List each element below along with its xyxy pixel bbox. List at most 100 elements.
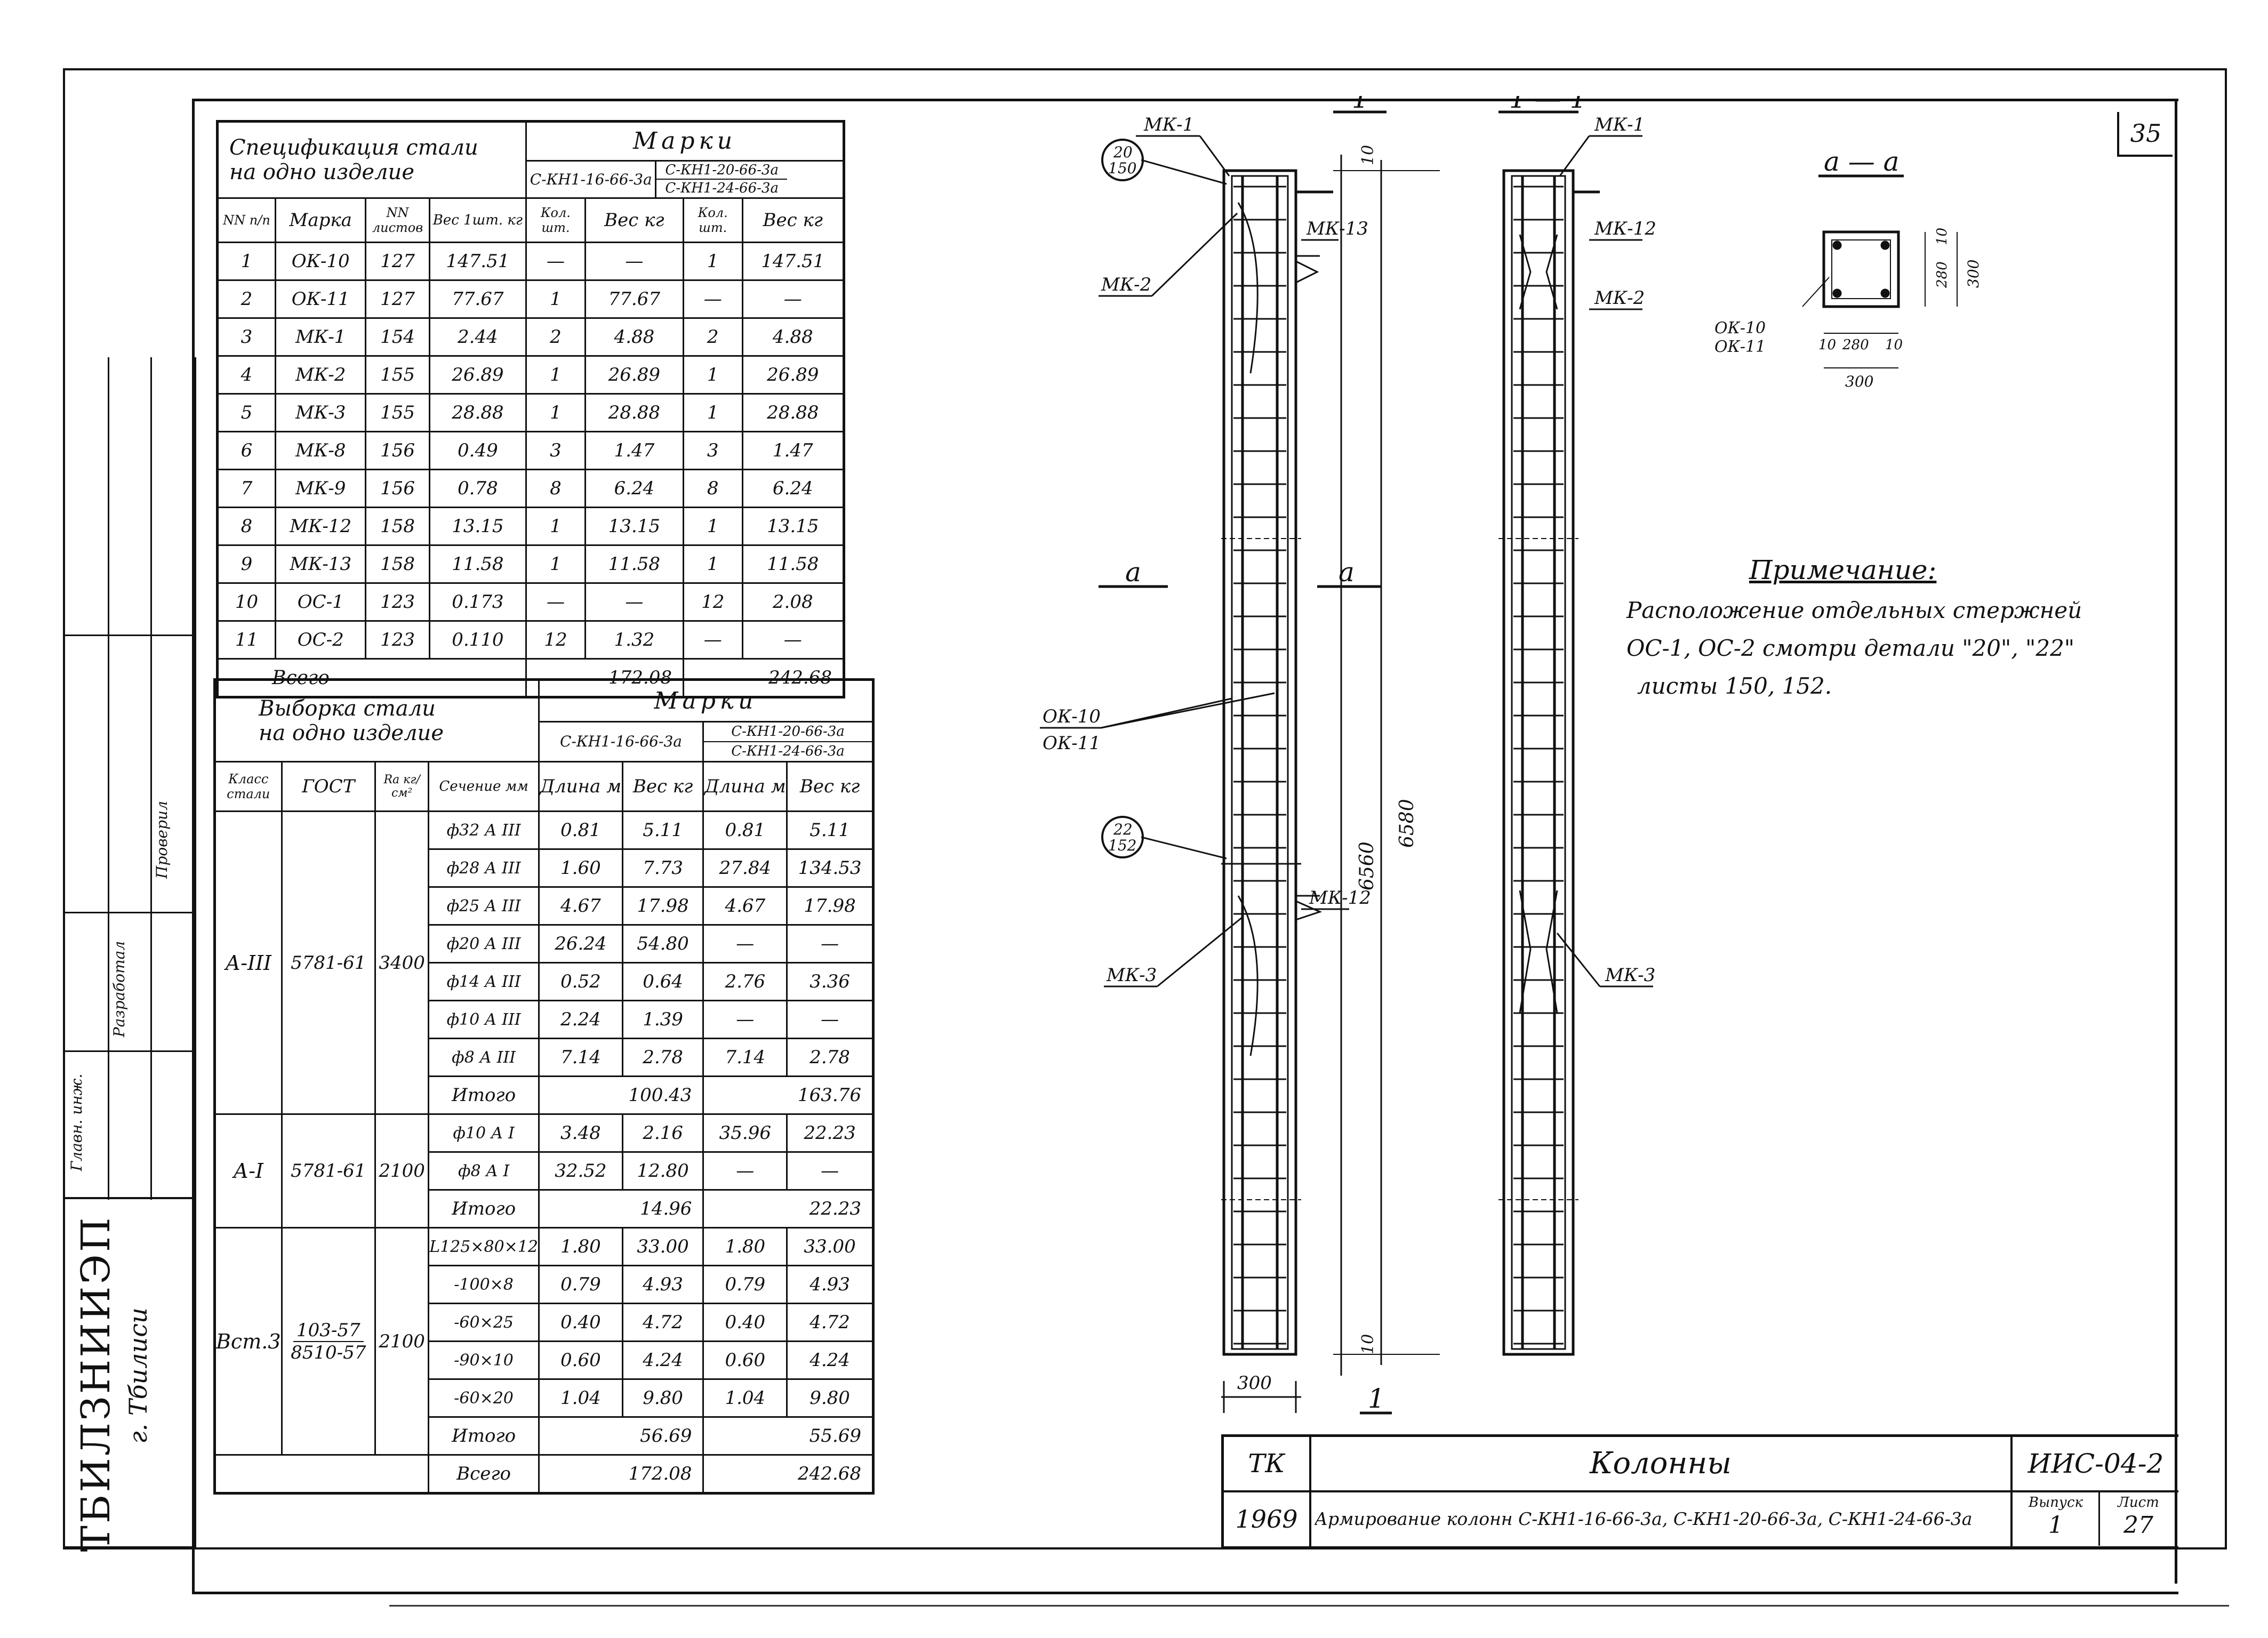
- label-mk13: МК-13: [1306, 218, 1368, 239]
- spec-cell-mark: МК-8: [274, 431, 367, 470]
- spec-cell-q2: 8: [682, 469, 743, 508]
- dim-10-bot: 10: [1359, 1334, 1377, 1354]
- spec-cell-w1: 0.78: [428, 469, 527, 508]
- spec-cell-w1: 11.58: [428, 544, 527, 584]
- selection-cell-l1: 1.60: [538, 848, 623, 888]
- spec-cell-sheet: 156: [365, 431, 430, 470]
- spec-cell-wt1: 28.88: [584, 393, 684, 432]
- selection-col-r: Rа кг/см²: [374, 761, 430, 812]
- spec-cell-sheet: 155: [365, 355, 430, 395]
- label-mk2: МК-2: [1101, 274, 1151, 295]
- aa-dim-280: 280: [1842, 337, 1869, 353]
- left-stamp: ТБИЛЗНИИЭП г. Тбилиси Главн. инж. Разраб…: [63, 357, 196, 1552]
- selection-cell-w2: —: [786, 924, 874, 963]
- selection-cell-l2: 0.60: [702, 1340, 788, 1380]
- selection-cell-l1: 7.14: [538, 1038, 623, 1077]
- selection-cell-w2: —: [786, 1151, 874, 1191]
- selection-class: А-I: [214, 1113, 283, 1228]
- selection-cell-sec: -90×10: [428, 1340, 540, 1380]
- selection-cell-sec: ф28 А III: [428, 848, 540, 888]
- spec-cell-wt2: 147.51: [741, 242, 845, 281]
- spec-cell-n: 10: [217, 582, 276, 622]
- selection-cell-w1: 33.00: [621, 1227, 704, 1266]
- column-elevation: [1221, 155, 1440, 1413]
- selection-cell-w1: 9.80: [621, 1378, 704, 1418]
- selection-cell-l1: 0.40: [538, 1303, 623, 1342]
- spec-cell-wt1: 11.58: [584, 544, 684, 584]
- spec-col-sheets: NN листов: [365, 197, 430, 243]
- selection-mark2b: С-КН1-24-66-3а: [731, 743, 845, 759]
- spec-cell-q1: —: [525, 582, 586, 622]
- selection-subtotal-label: Итого: [428, 1189, 540, 1228]
- section-label-aa: а — а: [1824, 146, 1899, 177]
- selection-cell-l2: 4.67: [702, 886, 788, 926]
- spec-cell-w1: 28.88: [428, 393, 527, 432]
- spec-cell-sheet: 156: [365, 469, 430, 508]
- spec-cell-sheet: 158: [365, 544, 430, 584]
- spec-cell-n: 6: [217, 431, 276, 470]
- spec-cell-n: 3: [217, 317, 276, 357]
- selection-subtotal2: 163.76: [702, 1075, 874, 1115]
- spec-cell-wt2: 13.15: [741, 507, 845, 546]
- spec-cell-sheet: 127: [365, 279, 430, 319]
- selection-cell-l2: 0.79: [702, 1265, 788, 1304]
- frame-top-line: [192, 99, 2178, 101]
- spec-cell-wt2: 28.88: [741, 393, 845, 432]
- spec-cell-q2: 3: [682, 431, 743, 470]
- spec-mark1: С-КН1-16-66-3а: [528, 162, 657, 197]
- selection-cell-l2: 35.96: [702, 1113, 788, 1153]
- selection-cell-l1: 0.79: [538, 1265, 623, 1304]
- label-ok11-aa: ОК-11: [1714, 338, 1766, 356]
- dim-300: 300: [1237, 1372, 1272, 1394]
- dim-10-top: 10: [1359, 145, 1377, 165]
- spec-cell-q1: 1: [525, 544, 586, 584]
- selection-cell-l1: 4.67: [538, 886, 623, 926]
- spec-cell-n: 4: [217, 355, 276, 395]
- spec-cell-n: 8: [217, 507, 276, 546]
- selection-subtotal1: 14.96: [538, 1189, 704, 1228]
- spec-cell-q1: 1: [525, 393, 586, 432]
- spec-cell-q1: 12: [525, 620, 586, 660]
- spec-cell-q2: 1: [682, 242, 743, 281]
- selection-cell-w1: 5.11: [621, 810, 704, 850]
- spec-cell-q1: 1: [525, 355, 586, 395]
- section-label-1: 1: [1352, 96, 1369, 114]
- selection-cell-w2: 33.00: [786, 1227, 874, 1266]
- dim-6560: 6560: [1356, 841, 1378, 890]
- selection-cell-w1: 4.93: [621, 1265, 704, 1304]
- spec-col-qty2: Кол. шт.: [682, 197, 743, 243]
- selection-cell-sec: ф32 А III: [428, 810, 540, 850]
- spec-cell-n: 2: [217, 279, 276, 319]
- spec-cell-q2: 2: [682, 317, 743, 357]
- spec-cell-q2: —: [682, 620, 743, 660]
- selection-cell-l1: 26.24: [538, 924, 623, 963]
- spec-cell-w1: 13.15: [428, 507, 527, 546]
- spec-cell-n: 7: [217, 469, 276, 508]
- spec-cell-n: 11: [217, 620, 276, 660]
- signature-role-1: Главн. инж.: [68, 1073, 85, 1171]
- selection-cell-sec: ф10 А III: [428, 1000, 540, 1039]
- selection-cell-sec: ф20 А III: [428, 924, 540, 963]
- spec-cell-wt1: 6.24: [584, 469, 684, 508]
- selection-cell-l1: 0.81: [538, 810, 623, 850]
- selection-cell-w1: 7.73: [621, 848, 704, 888]
- spec-cell-q1: 1: [525, 279, 586, 319]
- spec-cell-wt2: 6.24: [741, 469, 845, 508]
- signature-role-2: Разработал: [110, 941, 128, 1038]
- selection-cell-l2: 0.81: [702, 810, 788, 850]
- selection-cell-l2: 0.40: [702, 1303, 788, 1342]
- spec-cell-wt1: —: [584, 242, 684, 281]
- spec-cell-wt2: 11.58: [741, 544, 845, 584]
- spec-cell-wt2: 1.47: [741, 431, 845, 470]
